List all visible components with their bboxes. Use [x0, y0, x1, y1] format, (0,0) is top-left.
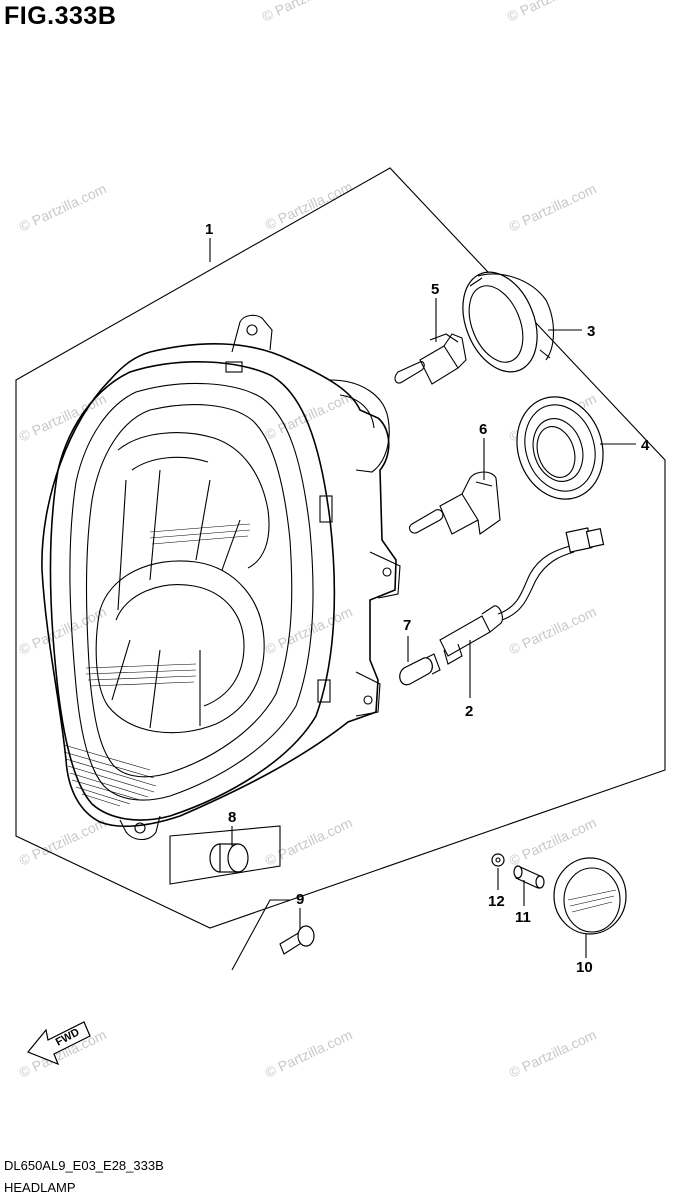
watermark: © Partzilla.com — [17, 603, 109, 657]
callout-6: 6 — [479, 421, 487, 438]
part-7-position-bulb — [399, 653, 441, 686]
figure-title: FIG.333B — [4, 2, 117, 30]
watermark: © Partzilla.com — [263, 388, 355, 442]
assembly-boundary — [15, 167, 666, 929]
callout-5: 5 — [431, 281, 439, 298]
figure-code: DL650AL9_E03_E28_333B — [4, 1158, 164, 1173]
lens-hatch-bottom — [63, 744, 157, 807]
callouts: 1 2 3 4 5 6 7 8 9 10 11 12 — [205, 221, 650, 976]
part-2-socket-wiring — [439, 527, 605, 665]
leader-lines — [209, 238, 636, 958]
part-10-reflector — [553, 857, 627, 935]
callout-10: 10 — [576, 959, 593, 976]
callout-7: 7 — [403, 617, 411, 634]
watermark: © Partzilla.com — [263, 178, 355, 232]
watermark: © Partzilla.com — [17, 180, 109, 234]
watermark: © Partzilla.com — [505, 0, 597, 25]
part-9-screw — [231, 899, 315, 971]
watermark: © Partzilla.com — [263, 603, 355, 657]
callout-3: 3 — [587, 323, 595, 340]
watermark: © Partzilla.com — [507, 603, 599, 657]
figure-name: HEADLAMP — [4, 1180, 76, 1195]
watermark: © Partzilla.com — [263, 814, 355, 868]
watermark: © Partzilla.com — [260, 0, 352, 25]
callout-12: 12 — [488, 893, 505, 910]
part-3-bulb-cover — [462, 271, 554, 373]
callout-1: 1 — [205, 221, 213, 238]
watermark-group: © Partzilla.com © Partzilla.com © Partzi… — [17, 0, 599, 1081]
callout-2: 2 — [465, 703, 473, 720]
watermark: © Partzilla.com — [507, 180, 599, 234]
watermark: © Partzilla.com — [263, 1026, 355, 1080]
callout-4: 4 — [641, 437, 650, 454]
lens-hatch-mid — [85, 523, 251, 687]
watermark: © Partzilla.com — [507, 1026, 599, 1080]
part-6-bulb — [409, 471, 501, 535]
headlamp-housing — [41, 314, 401, 841]
part-5-bulb — [394, 333, 467, 385]
callout-8: 8 — [228, 809, 236, 826]
part-8-grommet — [169, 825, 281, 885]
part-4-rubber-seal — [516, 396, 604, 500]
watermark: © Partzilla.com — [17, 814, 109, 868]
part-12-washer — [491, 853, 505, 867]
part-11-spacer — [513, 865, 545, 889]
callout-9: 9 — [296, 891, 304, 908]
callout-11: 11 — [515, 909, 531, 926]
